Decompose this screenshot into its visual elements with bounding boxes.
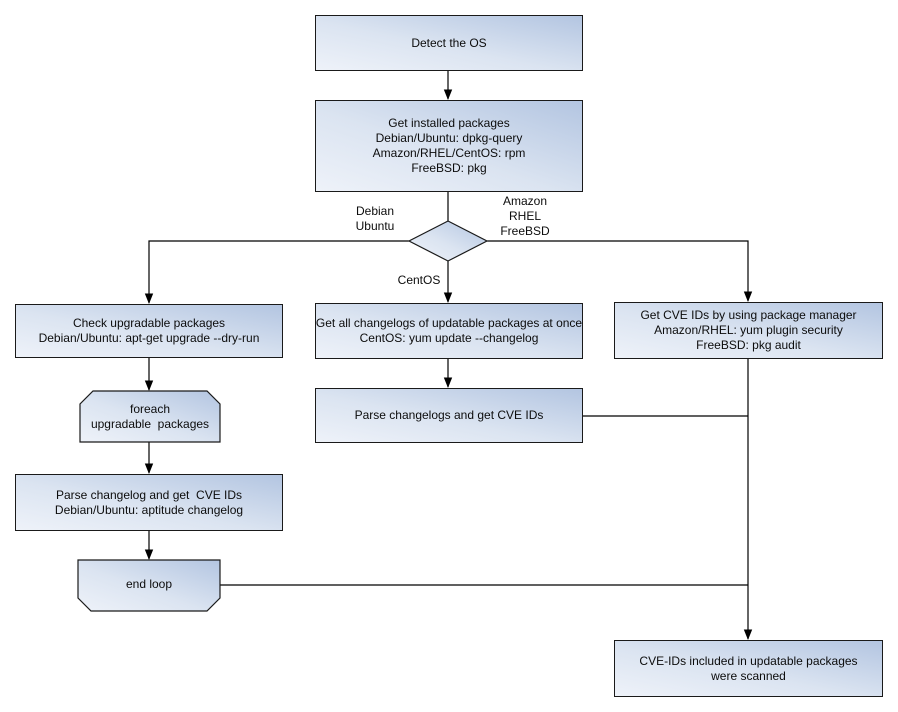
- edge-decision-to-get-cve: [487, 240, 749, 301]
- node-get-installed-line4: FreeBSD: pkg: [411, 161, 487, 175]
- node-parse-changelogs-centos: Parse changelogs and get CVE IDs: [315, 388, 583, 443]
- node-get-installed-line1: Get installed packages: [388, 116, 510, 130]
- node-get-all-changelogs: Get all changelogs of updatable packages…: [315, 303, 583, 359]
- node-check-upgradable-line2: Debian/Ubuntu: apt-get upgrade --dry-run: [38, 331, 260, 345]
- arrowhead-installed: [443, 89, 453, 100]
- node-result-line1: CVE-IDs included in updatable packages: [639, 653, 858, 668]
- edge-label-debian: Debian: [355, 204, 395, 218]
- node-parse-deb-line2: Debian/Ubuntu: aptitude changelog: [54, 502, 244, 517]
- node-get-cve-pkg-manager: Get CVE IDs by using package manager Ama…: [614, 302, 883, 359]
- node-parse-centos-label: Parse changelogs and get CVE IDs: [354, 408, 544, 422]
- node-get-cve-line2: Amazon/RHEL: yum plugin security: [654, 323, 843, 337]
- node-detect-os: Detect the OS: [315, 15, 583, 71]
- edge-label-freebsd: FreeBSD: [500, 224, 550, 238]
- decision-diamond-os: [407, 220, 489, 262]
- node-get-all-changelogs-line2: CentOS: yum update --changelog: [359, 331, 539, 345]
- edge-label-centos-text: CentOS: [397, 273, 441, 287]
- node-get-installed-line2: Debian/Ubuntu: dpkg-query: [375, 131, 523, 145]
- node-foreach-loop: foreach upgradable packages: [80, 391, 220, 442]
- node-parse-changelog-deb: Parse changelog and get CVE IDs Debian/U…: [15, 474, 283, 531]
- node-end-loop-label: end loop: [125, 577, 173, 591]
- edge-decision-to-check-upgradable: [148, 240, 409, 303]
- node-get-installed-packages: Get installed packages Debian/Ubuntu: dp…: [315, 100, 583, 192]
- edge-label-amazon: Amazon: [502, 194, 548, 208]
- loop-start-shape: [79, 390, 221, 443]
- arrowhead-endloop: [144, 549, 154, 560]
- node-detect-os-label: Detect the OS: [411, 35, 487, 50]
- node-check-upgradable: Check upgradable packages Debian/Ubuntu:…: [15, 304, 283, 358]
- edge-label-centos: CentOS: [391, 273, 447, 288]
- node-check-upgradable-line1: Check upgradable packages: [72, 316, 226, 330]
- node-result-scanned: CVE-IDs included in updatable packages w…: [614, 640, 883, 697]
- node-get-installed-line3: Amazon/RHEL/CentOS: rpm: [372, 146, 526, 160]
- node-foreach-line2: upgradable packages: [90, 416, 210, 431]
- node-get-cve-line3: FreeBSD: pkg audit: [696, 338, 801, 352]
- arrowhead-get-cve: [743, 291, 753, 302]
- arrowhead-result: [743, 629, 753, 640]
- node-end-loop: end loop: [78, 560, 220, 609]
- node-parse-deb-line1: Parse changelog and get CVE IDs: [55, 487, 243, 502]
- edge-label-amazon-rhel-freebsd: Amazon RHEL FreeBSD: [494, 194, 556, 239]
- node-foreach-line1: foreach: [129, 401, 171, 416]
- arrowhead-check-upgradable: [144, 293, 154, 304]
- edge-label-ubuntu: Ubuntu: [355, 219, 395, 233]
- arrowhead-parse-centos: [443, 377, 453, 388]
- loop-end-shape: [77, 559, 221, 612]
- arrowhead-foreach: [144, 380, 154, 391]
- edge-label-rhel: RHEL: [508, 209, 541, 223]
- node-get-cve-line1: Get CVE IDs by using package manager: [640, 308, 857, 322]
- node-result-line2: were scanned: [711, 668, 786, 683]
- arrowhead-get-all-changelogs: [443, 292, 453, 303]
- edge-label-debian-ubuntu: Debian Ubuntu: [345, 204, 405, 234]
- node-get-all-changelogs-line1: Get all changelogs of updatable packages…: [315, 316, 583, 330]
- arrowhead-parse-deb: [144, 463, 154, 474]
